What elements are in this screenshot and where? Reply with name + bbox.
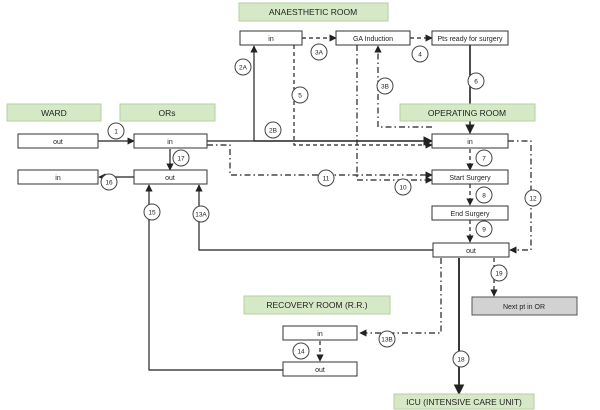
step-2a: 2A — [234, 58, 252, 76]
box-start-surgery: Start Surgery — [449, 175, 491, 182]
step-11: 11 — [317, 169, 335, 187]
box-operating-in: in — [467, 139, 473, 146]
svg-text:15: 15 — [148, 210, 156, 217]
header-icu: ICU (INTENSIVE CARE UNIT) — [406, 397, 522, 407]
step-13b: 13B — [378, 330, 396, 348]
svg-text:6: 6 — [474, 79, 478, 86]
header-anaesthetic-room: ANAESTHETIC ROOM — [269, 7, 357, 17]
svg-text:13A: 13A — [195, 212, 207, 219]
header-recovery-room: RECOVERY ROOM (R.R.) — [266, 300, 367, 310]
svg-text:18: 18 — [457, 357, 465, 364]
svg-text:10: 10 — [399, 185, 407, 192]
box-ward-in: in — [55, 175, 61, 182]
svg-text:14: 14 — [297, 349, 305, 356]
step-15: 15 — [143, 203, 161, 221]
connector-3b — [374, 45, 432, 128]
step-4: 4 — [411, 45, 429, 63]
box-recovery-in: in — [317, 331, 323, 338]
box-ors-out: out — [165, 175, 175, 182]
box-recovery-out: out — [315, 367, 325, 374]
header-ors: ORs — [159, 108, 176, 118]
box-ward-out: out — [53, 139, 63, 146]
section-headers: ANAESTHETIC ROOM WARD ORs OPERATING ROOM… — [6, 2, 536, 410]
connector-13a — [195, 184, 433, 251]
svg-text:1: 1 — [114, 129, 118, 136]
step-16: 16 — [100, 173, 118, 191]
svg-text:12: 12 — [529, 196, 537, 203]
step-19: 19 — [490, 264, 508, 282]
step-10: 10 — [394, 178, 412, 196]
svg-text:3B: 3B — [381, 84, 389, 91]
svg-text:5: 5 — [298, 93, 302, 100]
step-markers: 1 2A 2B 3A 3B 4 5 6 7 8 9 10 11 12 13A 1… — [100, 43, 542, 368]
step-9: 9 — [475, 220, 493, 238]
header-operating-room: OPERATING ROOM — [428, 108, 506, 118]
step-12: 12 — [524, 189, 542, 207]
svg-text:11: 11 — [323, 176, 330, 183]
step-7: 7 — [475, 149, 493, 167]
connector-15 — [145, 184, 283, 371]
step-5: 5 — [291, 86, 309, 104]
svg-text:19: 19 — [495, 271, 503, 278]
step-2b: 2B — [264, 121, 282, 139]
svg-text:9: 9 — [482, 227, 486, 234]
svg-text:3A: 3A — [315, 50, 324, 57]
box-anaesthetic-in: in — [268, 36, 274, 43]
connector-5 — [293, 45, 433, 149]
box-ors-in: in — [167, 139, 173, 146]
step-1: 1 — [107, 122, 125, 140]
box-ga-induction: GA Induction — [353, 36, 393, 43]
step-6: 6 — [467, 72, 485, 90]
step-13a: 13A — [192, 205, 210, 223]
step-3a: 3A — [310, 43, 328, 61]
connector-11 — [207, 144, 433, 179]
step-14: 14 — [292, 342, 310, 360]
svg-text:7: 7 — [482, 156, 486, 163]
step-8: 8 — [475, 186, 493, 204]
box-next-pt-in-or: Next pt in OR — [503, 304, 545, 311]
box-end-surgery: End Surgery — [451, 211, 490, 218]
box-operating-out: out — [466, 248, 476, 255]
svg-text:2B: 2B — [269, 128, 277, 135]
box-pts-ready: Pts ready for surgery — [438, 36, 503, 43]
svg-text:2A: 2A — [239, 65, 248, 72]
step-18: 18 — [452, 350, 470, 368]
svg-text:16: 16 — [105, 180, 113, 187]
svg-text:8: 8 — [482, 193, 486, 200]
svg-text:13B: 13B — [381, 337, 393, 344]
step-3b: 3B — [376, 77, 394, 95]
step-17: 17 — [172, 149, 190, 167]
svg-text:17: 17 — [177, 156, 185, 163]
header-ward: WARD — [41, 108, 67, 118]
process-boxes: in GA Induction Pts ready for surgery ou… — [17, 30, 578, 377]
svg-text:4: 4 — [418, 52, 422, 59]
